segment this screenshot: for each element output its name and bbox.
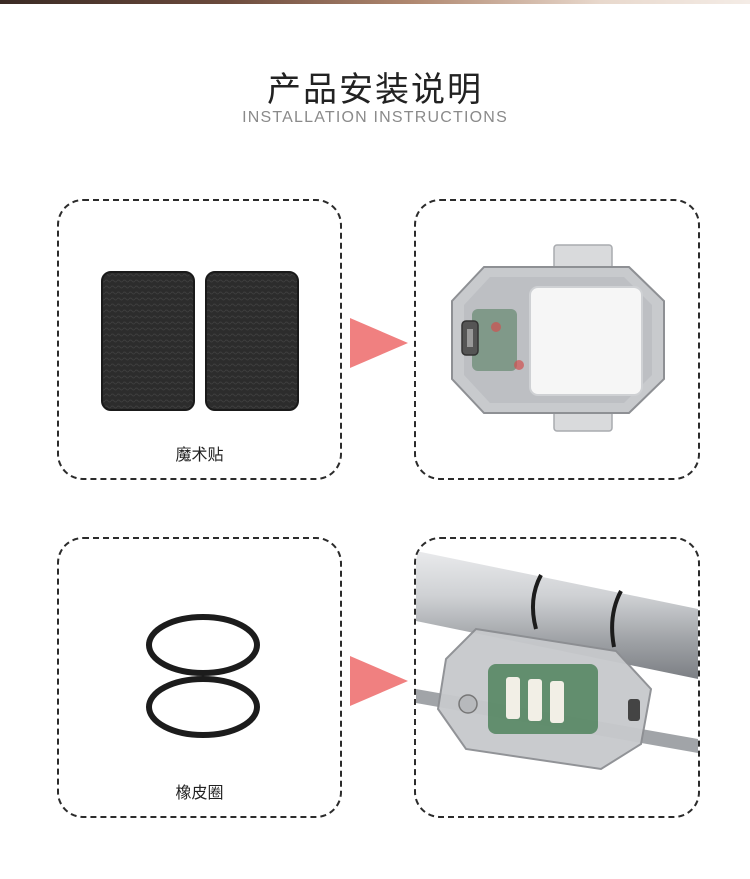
strobe-light-velcro-image [451,244,665,432]
page-subtitle: INSTALLATION INSTRUCTIONS [242,109,508,126]
rubber-bands-image [146,614,260,738]
rubber-bands-panel: 橡皮圈 [57,537,342,818]
arrow-right-icon [350,318,408,368]
strobe-mounted-on-tube-image [416,551,698,771]
top-banner-strip [0,0,750,4]
strobe-on-tube-panel [414,537,700,818]
velcro-label: 魔术贴 [175,445,224,464]
velcro-panel: 魔术贴 [57,199,342,480]
velcro-pads-image [101,271,299,411]
rubber-bands-label: 橡皮圈 [175,783,224,802]
strobe-with-velcro-panel [414,199,700,480]
arrow-right-icon [350,656,408,706]
page-title: 产品安装说明 [267,70,483,110]
